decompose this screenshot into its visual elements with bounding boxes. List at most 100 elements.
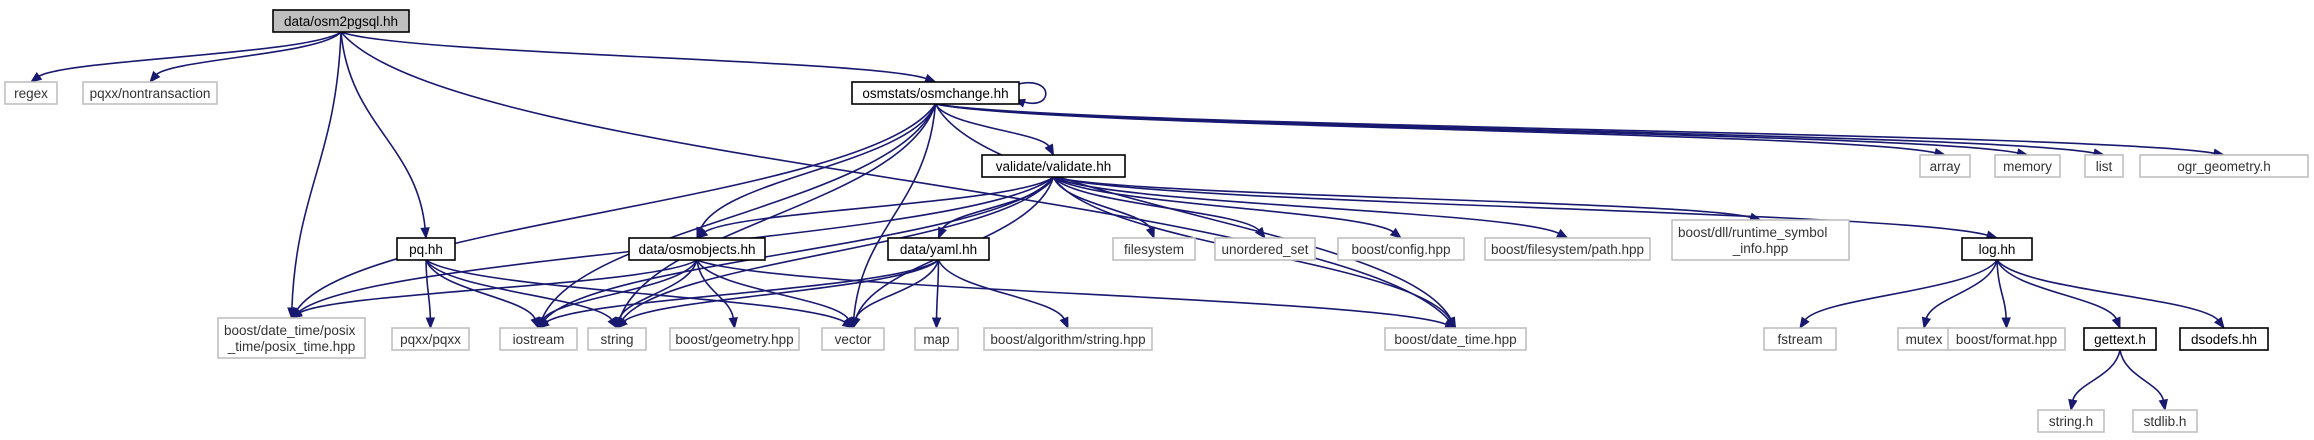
edge-line [935, 103, 2096, 155]
edge-line [1053, 176, 1753, 219]
node-validate[interactable]: validate/validate.hh [981, 154, 1126, 178]
node-root[interactable]: data/osm2pgsql.hh [272, 9, 410, 33]
edge-yaml-to-vector [851, 259, 940, 330]
edge-line [1804, 259, 1998, 321]
node-yaml[interactable]: data/yaml.hh [887, 237, 990, 261]
arrowhead [695, 227, 709, 239]
edge-gettext-to-stdlib-h [2119, 349, 2168, 412]
node-label: mutex [1906, 332, 1943, 347]
node-ogr-geometry: ogr_geometry.h [2139, 154, 2309, 178]
node-label: log.hh [1979, 242, 2016, 257]
edge-osmchange-to-iostream [537, 103, 937, 330]
edge-line [621, 176, 1055, 321]
edge-yaml-to-iostream [537, 259, 939, 329]
arrowhead [1389, 227, 1403, 239]
edge-validate-to-config [1053, 176, 1403, 239]
node-box [981, 154, 1126, 178]
edge-line [545, 259, 939, 324]
node-gettext[interactable]: gettext.h [2083, 327, 2157, 351]
edge-osmchange-to-array [935, 103, 1947, 158]
edge-log-to-gettext [1996, 259, 2121, 330]
arrowhead [290, 308, 303, 319]
edge-line [934, 103, 1051, 148]
edge-line [1053, 176, 1560, 235]
node-label: unordered_set [1221, 242, 1308, 257]
arrowhead [420, 227, 430, 240]
edge-line [2119, 349, 2165, 402]
node-label: data/osm2pgsql.hh [284, 14, 398, 29]
node-pq[interactable]: pq.hh [396, 237, 456, 261]
node-dsodefs[interactable]: dsodefs.hh [2179, 327, 2269, 351]
node-label: data/osmobjects.hh [638, 242, 755, 257]
edge-line [935, 259, 940, 320]
node-label: filesystem [1124, 242, 1184, 257]
node-mutex: mutex [1897, 327, 1951, 351]
node-box [983, 327, 1153, 351]
node-osmchange[interactable]: osmstats/osmchange.hh [851, 81, 1020, 105]
edge-line [618, 103, 937, 320]
edge-gettext-to-string-h [2068, 349, 2121, 412]
edge-yaml-to-algo-string [937, 259, 1069, 330]
edge-line [1996, 259, 2220, 322]
node-label: ogr_geometry.h [2177, 159, 2271, 174]
node-label: data/yaml.hh [900, 242, 977, 257]
arrowhead [149, 70, 161, 84]
node-pqxx-nontransaction: pqxx/nontransaction [82, 81, 218, 105]
arrowhead [728, 317, 738, 330]
edge-line [2071, 349, 2121, 402]
edge-line [340, 31, 426, 230]
edge-root-to-pq [340, 31, 430, 240]
arrowhead [2213, 316, 2225, 330]
edge-root-to-pqxx-nontransaction [149, 31, 342, 84]
node-unordered-set: unordered_set [1214, 237, 1316, 261]
arrowhead [1921, 316, 1932, 330]
edge-root-to-regex [29, 31, 342, 83]
node-box [1337, 237, 1465, 261]
edge-log-to-format [1996, 259, 2011, 330]
node-label: array [1930, 159, 1961, 174]
node-box [1994, 154, 2061, 178]
edge-line [291, 31, 342, 310]
arrowhead [425, 317, 436, 330]
node-box [2084, 154, 2124, 178]
node-box [628, 237, 766, 261]
node-box [391, 327, 470, 351]
node-dll: boost/dll/runtime_symbol_info.hpp [1671, 219, 1850, 261]
node-box [2083, 327, 2157, 351]
arrowhead [29, 71, 43, 83]
edge-line [298, 259, 698, 314]
node-box [1484, 237, 1651, 261]
node-osmobjects[interactable]: data/osmobjects.hh [628, 237, 766, 261]
node-label: vector [835, 332, 872, 347]
edge-line [1052, 176, 1261, 232]
node-map: map [914, 327, 959, 351]
edge-line [425, 259, 613, 321]
node-box [217, 317, 366, 359]
edge-line [934, 103, 1453, 321]
node-fstream: fstream [1763, 327, 1837, 351]
node-config: boost/config.hpp [1337, 237, 1465, 261]
arrowhead [530, 316, 540, 330]
node-label: regex [14, 86, 48, 101]
node-label: iostream [513, 332, 565, 347]
node-log[interactable]: log.hh [1961, 237, 2033, 261]
arrowhead [2068, 398, 2078, 412]
node-algo-string: boost/algorithm/string.hpp [983, 327, 1153, 351]
node-label: boost/date_time.hpp [1394, 332, 1516, 347]
node-string: string [587, 327, 647, 351]
edge-osmobjects-to-date-time [696, 259, 1457, 329]
node-box [851, 81, 1020, 105]
edge-validate-to-osmobjects [695, 176, 1054, 239]
node-label: osmstats/osmchange.hh [862, 86, 1008, 101]
node-label: boost/geometry.hpp [675, 332, 793, 347]
edge-validate-to-filesystem [1052, 176, 1155, 240]
edge-line [937, 259, 1066, 321]
node-box [821, 327, 885, 351]
edge-line [696, 259, 1448, 326]
node-box [587, 327, 647, 351]
arrowhead [537, 317, 550, 329]
node-box [396, 237, 456, 261]
edge-line [543, 176, 1055, 322]
edge-line [37, 31, 342, 78]
edge-validate-to-unordered-set [1052, 176, 1266, 240]
